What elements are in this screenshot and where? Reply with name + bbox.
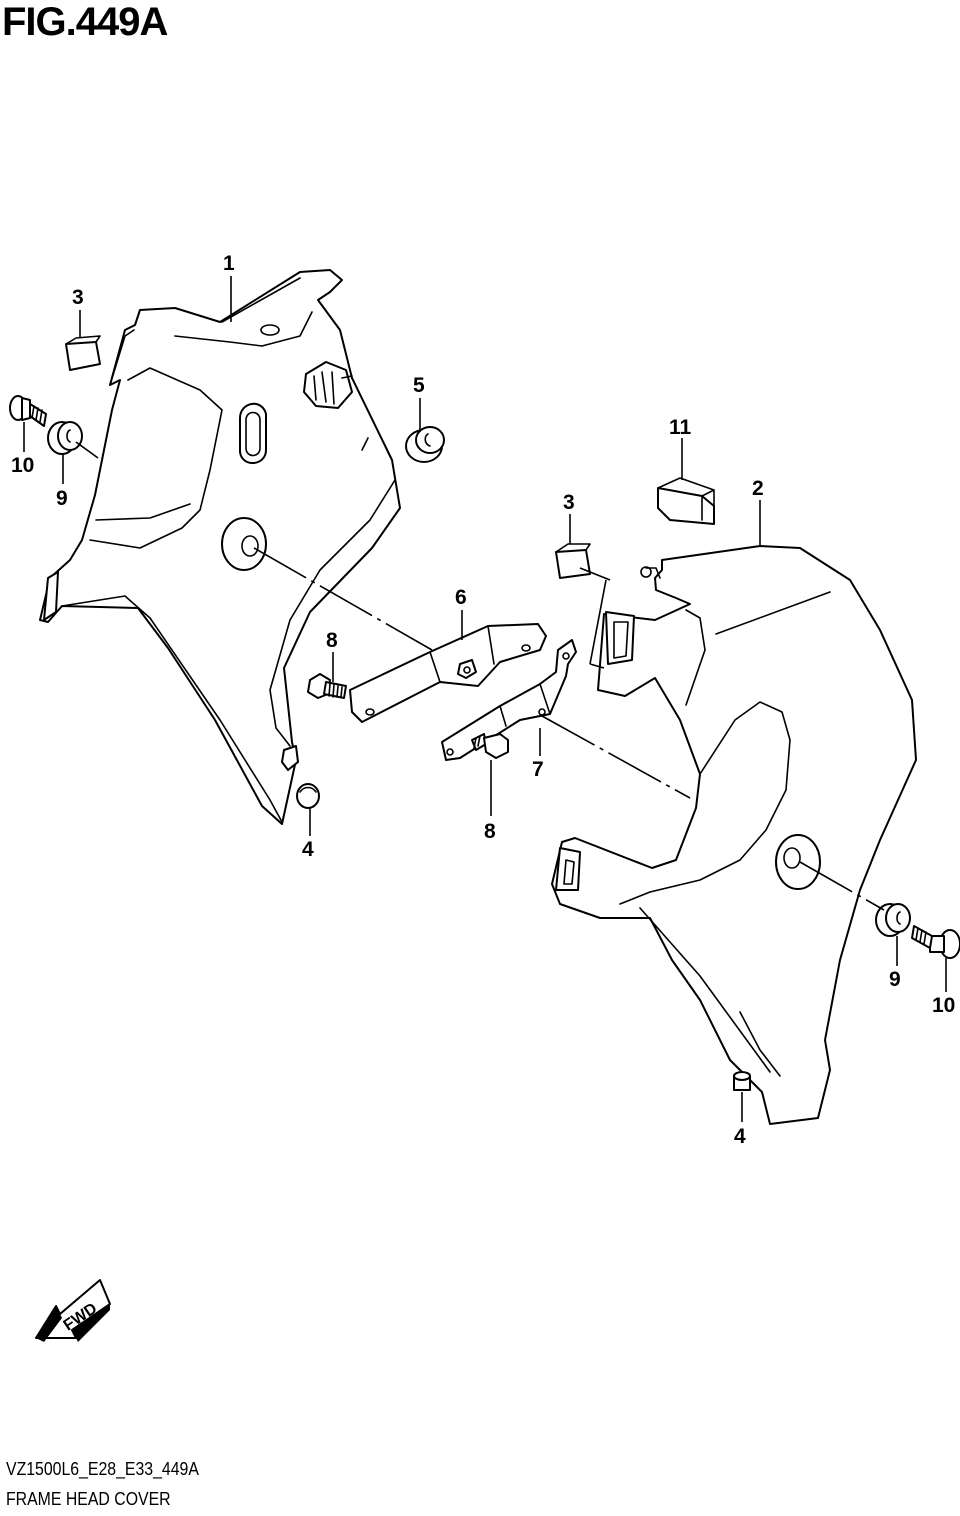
fwd-arrow-icon: FWD: [35, 1279, 111, 1342]
part-10-bolt-right[interactable]: [911, 925, 960, 959]
callout-4-right: 4: [734, 1125, 746, 1148]
part-9-grommet-right[interactable]: [875, 903, 911, 937]
part-3-cushion-right[interactable]: [555, 543, 591, 579]
callout-9-right: 9: [889, 968, 901, 991]
part-1-left-cover[interactable]: [39, 269, 401, 825]
callout-3-left: 3: [72, 286, 84, 309]
part-8-bolt-left[interactable]: [307, 673, 347, 699]
callout-2: 2: [752, 477, 764, 500]
model-code: VZ1500L6_E28_E33_449A: [6, 1459, 199, 1479]
callout-3-right: 3: [563, 491, 575, 514]
part-9-grommet-left[interactable]: [47, 421, 83, 455]
callout-8-center: 8: [484, 820, 496, 843]
figure-title: FIG.449A: [2, 0, 168, 44]
part-7-bracket[interactable]: [441, 639, 577, 761]
callout-10-left: 10: [11, 454, 34, 477]
part-4-nut-left[interactable]: [296, 783, 320, 809]
callout-1: 1: [223, 252, 235, 275]
callout-labels: 1 3 5 11 2 3 10 9 6 8 7 8 4 9 10 4: [11, 252, 955, 1148]
part-5-grommet[interactable]: [405, 426, 445, 463]
callout-6: 6: [455, 586, 467, 609]
callout-9-left: 9: [56, 487, 68, 510]
part-11-block[interactable]: [657, 477, 715, 525]
part-3-cushion-left[interactable]: [65, 335, 101, 371]
part-2-right-cover[interactable]: [551, 545, 917, 1125]
callout-10-right: 10: [932, 994, 955, 1017]
figure-caption: FRAME HEAD COVER: [6, 1489, 171, 1509]
callout-4-left: 4: [302, 838, 314, 861]
callout-7: 7: [532, 758, 544, 781]
callout-8-left: 8: [326, 629, 338, 652]
part-6-bracket[interactable]: [349, 623, 547, 723]
callout-5: 5: [413, 374, 425, 397]
callout-11: 11: [669, 416, 692, 439]
part-10-bolt-left[interactable]: [9, 395, 47, 427]
leader-lines: [23, 276, 947, 1122]
part-8-bolt-center[interactable]: [471, 733, 509, 759]
part-4-nut-right[interactable]: [733, 1071, 751, 1091]
